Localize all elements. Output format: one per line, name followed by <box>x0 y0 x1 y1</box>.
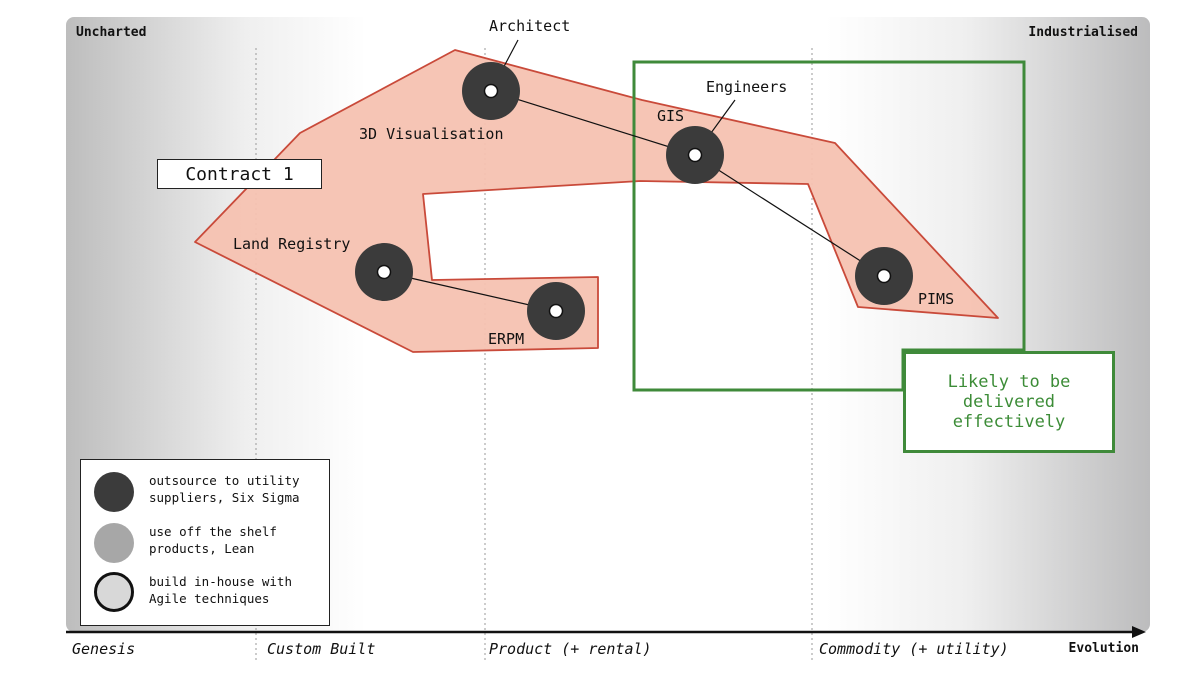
legend-item-off-the-shelf: use off the shelf products, Lean <box>81 521 329 571</box>
label-land-registry: Land Registry <box>233 235 350 253</box>
label-3d-visualisation: 3D Visualisation <box>359 125 504 143</box>
stage-commodity: Commodity (+ utility) <box>819 640 1009 658</box>
legend-item-in-house: build in-house with Agile techniques <box>81 571 329 621</box>
legend-label: outsource to utility suppliers, Six Sigm… <box>149 473 300 505</box>
link-gis-pims <box>694 154 885 277</box>
stage-genesis: Genesis <box>72 640 136 658</box>
label-pims: PIMS <box>918 290 954 308</box>
link-land-erpm <box>383 271 557 312</box>
likely-delivered-callout: Likely to be delivered effectively <box>903 351 1115 453</box>
evolution-label: Evolution <box>1068 641 1139 656</box>
component-pims <box>855 247 913 305</box>
industrialised-label: Industrialised <box>1028 25 1138 40</box>
legend-label: build in-house with Agile techniques <box>149 574 292 606</box>
effective-delivery-boundary <box>632 60 1026 392</box>
label-engineers: Engineers <box>706 78 787 96</box>
component-3d-visualisation <box>462 62 520 120</box>
uncharted-label: Uncharted <box>76 25 147 40</box>
component-erpm <box>527 282 585 340</box>
evolution-axis-arrowhead <box>1132 626 1146 638</box>
link-3d-gis <box>490 90 696 156</box>
label-erpm: ERPM <box>488 330 524 348</box>
component-land-registry <box>355 243 413 301</box>
label-architect: Architect <box>489 17 570 35</box>
contract-region <box>194 49 999 353</box>
legend-grey-dot <box>94 523 134 563</box>
legend-dark-dot <box>94 472 134 512</box>
legend: outsource to utility suppliers, Six Sigm… <box>80 459 330 626</box>
legend-label: use off the shelf products, Lean <box>149 524 277 556</box>
contract-1-callout: Contract 1 <box>157 159 322 189</box>
component-gis <box>666 126 724 184</box>
legend-item-outsource: outsource to utility suppliers, Six Sigm… <box>81 470 329 520</box>
stage-custom-built: Custom Built <box>267 640 376 658</box>
stage-product: Product (+ rental) <box>489 640 652 658</box>
label-gis: GIS <box>657 107 684 125</box>
legend-light-dot <box>94 572 134 612</box>
